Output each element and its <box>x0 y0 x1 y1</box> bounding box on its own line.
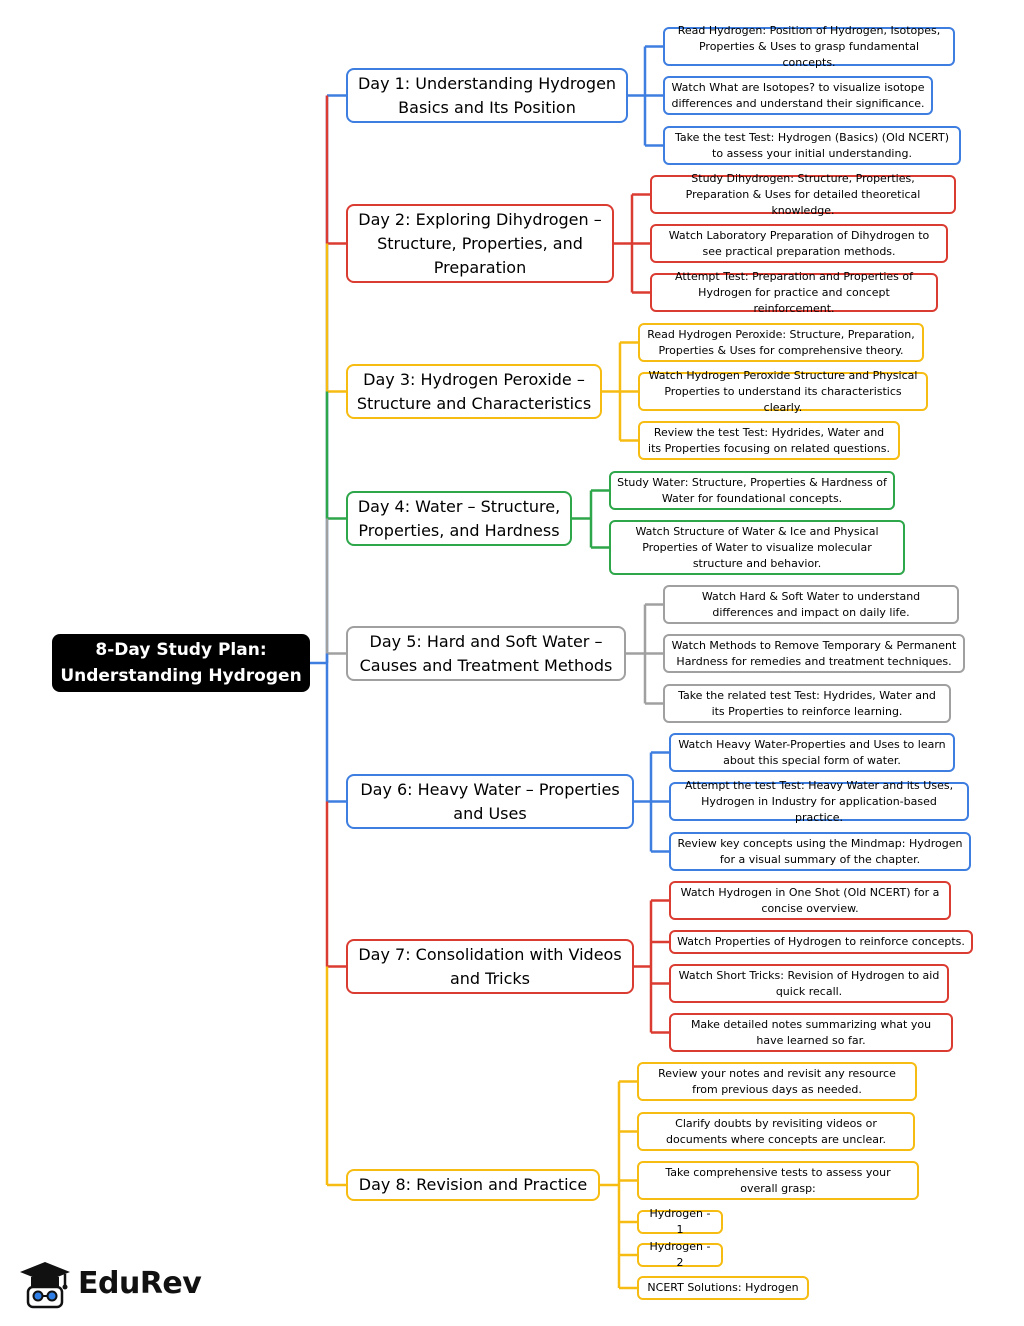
day-4-task-1: Study Water: Structure, Properties & Har… <box>609 471 895 510</box>
day-6-node: Day 6: Heavy Water – Properties and Uses <box>346 774 634 829</box>
day-8-task-3: Take comprehensive tests to assess your … <box>637 1161 919 1200</box>
day-2-task-1: Study Dihydrogen: Structure, Properties,… <box>650 172 956 217</box>
day-1-node: Day 1: Understanding Hydrogen Basics and… <box>346 68 628 123</box>
day-6-label: Day 6: Heavy Water – Properties and Uses <box>360 779 620 823</box>
root-node: 8-Day Study Plan: Understanding Hydrogen <box>52 634 310 692</box>
day-4-label: Day 4: Water – Structure, Properties, an… <box>357 496 561 540</box>
edurev-logo: EduRev <box>18 1260 208 1314</box>
day-3-task-2: Watch Hydrogen Peroxide Structure and Ph… <box>638 369 928 414</box>
day-5-label: Day 5: Hard and Soft Water – Causes and … <box>359 631 613 675</box>
day-2-label: Day 2: Exploring Dihydrogen – Structure,… <box>358 209 602 277</box>
day-2-node: Day 2: Exploring Dihydrogen – Structure,… <box>346 204 614 283</box>
day-8-task-4: Hydrogen - 1 <box>637 1207 723 1236</box>
day-3-node: Day 3: Hydrogen Peroxide – Structure and… <box>346 364 602 419</box>
day-7-task-3: Watch Short Tricks: Revision of Hydrogen… <box>669 964 949 1003</box>
day-3-task-3: Review the test Test: Hydrides, Water an… <box>638 421 900 460</box>
day-8-task-6: NCERT Solutions: Hydrogen <box>637 1276 809 1300</box>
day-4-task-2: Watch Structure of Water & Ice and Physi… <box>609 520 905 575</box>
day-4-node: Day 4: Water – Structure, Properties, an… <box>346 491 572 546</box>
day-5-node: Day 5: Hard and Soft Water – Causes and … <box>346 626 626 681</box>
day-7-task-2: Watch Properties of Hydrogen to reinforc… <box>669 930 973 954</box>
day-3-task-1: Read Hydrogen Peroxide: Structure, Prepa… <box>638 323 924 362</box>
day-8-task-1: Review your notes and revisit any resour… <box>637 1062 917 1101</box>
day-8-task-2: Clarify doubts by revisiting videos or d… <box>637 1112 915 1151</box>
day-5-task-2: Watch Methods to Remove Temporary & Perm… <box>663 634 965 673</box>
graduation-cap-icon <box>20 1262 70 1309</box>
logo-text: EduRev <box>78 1266 202 1301</box>
day-7-task-4: Make detailed notes summarizing what you… <box>669 1013 953 1052</box>
day-6-task-3: Review key concepts using the Mindmap: H… <box>669 832 971 871</box>
day-6-task-2: Attempt the test Test: Heavy Water and i… <box>669 779 969 824</box>
day-6-task-1: Watch Heavy Water-Properties and Uses to… <box>669 733 955 772</box>
root-label: 8-Day Study Plan: Understanding Hydrogen <box>60 640 302 686</box>
day-1-task-1: Read Hydrogen: Position of Hydrogen, Iso… <box>663 24 955 69</box>
day-2-task-2: Watch Laboratory Preparation of Dihydrog… <box>650 224 948 263</box>
day-7-task-1: Watch Hydrogen in One Shot (Old NCERT) f… <box>669 881 951 920</box>
day-5-task-1: Watch Hard & Soft Water to understand di… <box>663 585 959 624</box>
day-7-label: Day 7: Consolidation with Videos and Tri… <box>358 944 622 988</box>
day-7-node: Day 7: Consolidation with Videos and Tri… <box>346 939 634 994</box>
day-8-task-5: Hydrogen - 2 <box>637 1240 723 1269</box>
day-5-task-3: Take the related test Test: Hydrides, Wa… <box>663 684 951 723</box>
day-2-task-3: Attempt Test: Preparation and Properties… <box>650 270 938 315</box>
day-1-label: Day 1: Understanding Hydrogen Basics and… <box>357 73 617 117</box>
day-1-task-3: Take the test Test: Hydrogen (Basics) (O… <box>663 126 961 165</box>
day-1-task-2: Watch What are Isotopes? to visualize is… <box>663 76 933 115</box>
day-8-node: Day 8: Revision and Practice <box>346 1169 600 1201</box>
day-3-label: Day 3: Hydrogen Peroxide – Structure and… <box>356 369 592 413</box>
day-8-label: Day 8: Revision and Practice <box>358 1175 588 1194</box>
